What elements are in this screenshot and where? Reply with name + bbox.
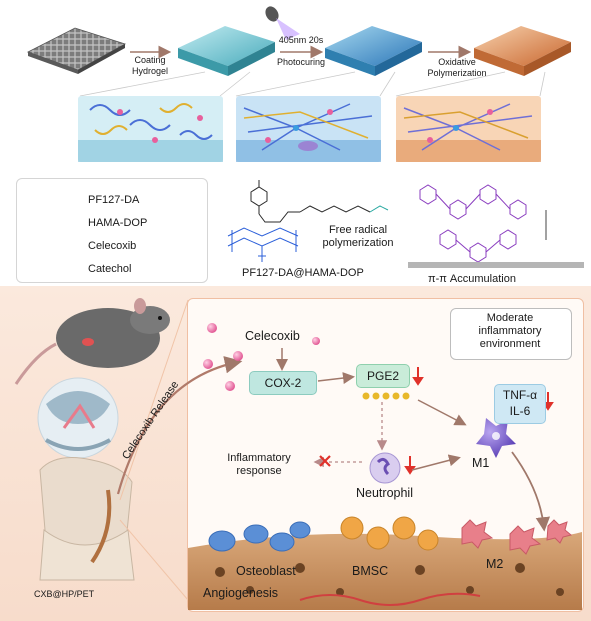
polymerization-method-label: polymerization [322, 237, 394, 249]
pi-pi-label: π-π Accumulation [428, 273, 516, 285]
neutrophil-cell [369, 452, 401, 484]
inflammatory-label: Inflammatory [227, 452, 291, 464]
m1-macrophage [476, 418, 516, 458]
cytokine-box: TNF-α IL-6 [494, 384, 546, 424]
polymerization-label: Polymerization [427, 68, 487, 78]
hydrogel-slab [178, 26, 275, 76]
m1-label: M1 [472, 456, 490, 470]
zoom-box-hydrogel [78, 71, 251, 162]
celecoxib-label: Celecoxib [245, 329, 300, 343]
env-line-1: Moderate [486, 312, 534, 324]
knee-joint [39, 457, 135, 581]
legend-pf127-da: PF127-DA [88, 194, 140, 206]
legend-celecoxib: Celecoxib [88, 240, 137, 252]
environment-box [450, 308, 572, 360]
env-line-3: environment [479, 338, 541, 350]
legend-hama-dop: HAMA-DOP [88, 217, 148, 229]
free-radical-label: Free radical [328, 224, 388, 236]
substrate-bar [408, 262, 584, 268]
implant-label: CXB@HP/PET [34, 589, 95, 599]
m2-label: M2 [486, 557, 504, 571]
oxidative-label: Oxidative [438, 57, 476, 67]
zoom-box-oxidized [395, 71, 546, 162]
arrow-m1-m2 [511, 451, 551, 532]
release-arrow [116, 356, 243, 495]
celecoxib-spheres [203, 323, 320, 391]
osteoblast-label: Osteoblast [236, 564, 296, 578]
m2-cells [461, 519, 573, 555]
arrow-neutrophil-m1 [411, 454, 461, 471]
osteoblast-cells [208, 521, 311, 552]
pge2-dots [362, 392, 410, 400]
arrow-cox-pge [317, 372, 355, 385]
cox2-box: COX-2 [249, 371, 317, 395]
uv-lamp-icon [265, 6, 300, 40]
knee-zoom [37, 377, 119, 459]
photocuring-label: Photocuring [276, 57, 326, 67]
neutrophil-label: Neutrophil [356, 486, 413, 500]
oxidized-slab [474, 26, 571, 76]
composite-name: PF127-DA@HAMA-DOP [242, 267, 364, 279]
down-arrow-icons [404, 367, 554, 475]
env-line-2: inflammatory [478, 325, 542, 337]
bmsc-label: BMSC [352, 564, 389, 578]
arrow-pge-m1 [417, 399, 467, 426]
hydrogel-label: Hydrogel [131, 66, 169, 76]
pi-pi-structure [419, 184, 547, 263]
angiogenesis-label: Angiogenesis [203, 586, 279, 600]
legend-catechol: Catechol [88, 263, 132, 275]
pet-mesh [26, 27, 127, 74]
il6-label: IL-6 [509, 404, 531, 418]
chemical-structure-left [227, 180, 389, 262]
legend [16, 178, 208, 283]
coating-label: Coating [134, 55, 166, 65]
tnf-alpha-label: TNF-α [502, 388, 538, 402]
bmsc-cells [340, 516, 439, 551]
zoom-box-photocured [235, 71, 396, 162]
zoom-rays [119, 299, 189, 601]
response-label: response [236, 465, 282, 477]
wavelength-label: 405nm 20s [278, 35, 324, 45]
bone-bed [188, 532, 582, 610]
pge2-box: PGE2 [356, 364, 410, 388]
photocured-slab [325, 26, 422, 76]
mouse-illustration [14, 298, 170, 385]
blocked-x-icon [319, 455, 331, 467]
